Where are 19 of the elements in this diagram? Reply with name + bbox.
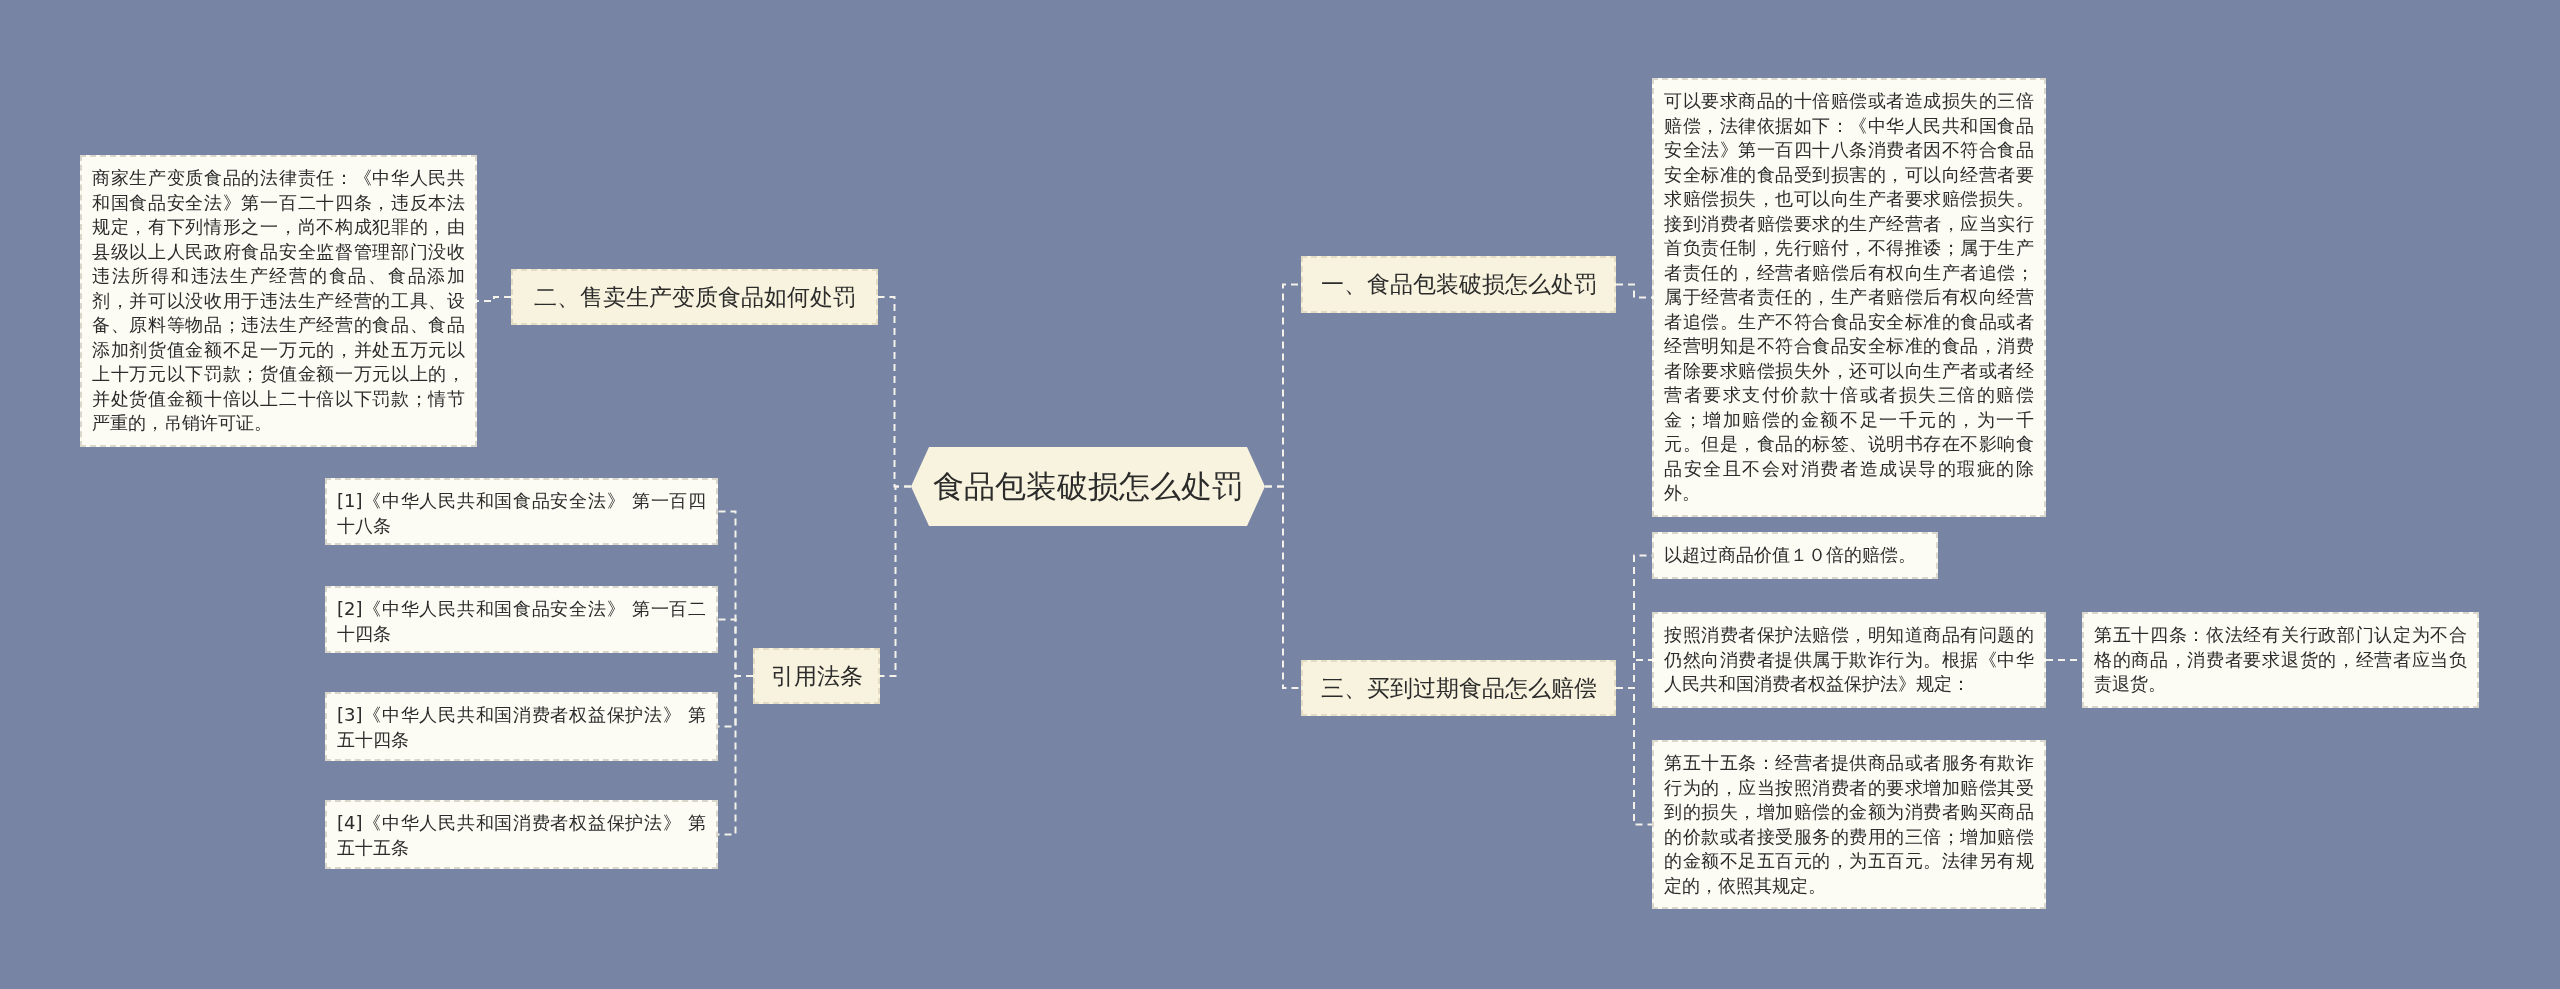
connector-line	[1264, 485, 1302, 689]
note-box: 商家生产变质食品的法律责任：《中华人民共和国食品安全法》第一百二十四条，违反本法规定，有下列情形之一，尚不构成犯罪的，由县级以上人民政府食品安全监督管理部门没收违法所得和违法生产经营的食品、食品添加剂，并可以没收用于违法生产经营的工具、设备、原料等物品；违法生产经营的食品、食品添加剂货值金额不足一万元的，并处五万元以上十万元以下罚款；货值金额一万元以上的，并处货值金额十倍以上二十倍以下罚款；情节严重的，吊销许可证。	[80, 155, 477, 447]
note-box: 按照消费者保护法赔偿，明知道商品有问题的仍然向消费者提供属于欺诈行为。根据《中华人民共和国消费者权益保护法》规定：	[1652, 612, 2046, 708]
topic-hexagon: 食品包装破损怎么处罚	[911, 447, 1265, 526]
note-box: 以超过商品价值１０倍的赔偿。	[1652, 532, 1938, 579]
citation-box: [4]《中华人民共和国消费者权益保护法》 第五十五条	[325, 800, 718, 869]
branch-box: 一、食品包装破损怎么处罚	[1301, 256, 1616, 313]
connector-line	[879, 485, 912, 677]
note-box: 第五十四条：依法经有关行政部门认定为不合格的商品，消费者要求退货的，经营者应当负责退货。	[2082, 612, 2479, 708]
citation-box: [2]《中华人民共和国食品安全法》 第一百二十四条	[325, 586, 718, 653]
citation-box: [1]《中华人民共和国食品安全法》 第一百四十八条	[325, 478, 718, 545]
note-box: 第五十五条：经营者提供商品或者服务有欺诈行为的，应当按照消费者的要求增加赔偿其受到的损失，增加赔偿的金额为消费者购买商品的价款或者接受服务的费用的三倍；增加赔偿的金额不足五百元的，为五百元。法律另有规定的，依照其规定。	[1652, 740, 2046, 909]
branch-box: 二、售卖生产变质食品如何处罚	[511, 269, 878, 325]
citation-box: [3]《中华人民共和国消费者权益保护法》 第五十四条	[325, 692, 718, 761]
branch-box: 引用法条	[753, 648, 880, 704]
connector-line	[1615, 687, 1653, 826]
connector-line	[476, 296, 512, 302]
note-box: 可以要求商品的十倍赔偿或者造成损失的三倍赔偿，法律依据如下：《中华人民共和国食品安全法》第一百四十八条消费者因不符合食品安全标准的食品受到损害的，可以向经营者要求赔偿损失，也可以向生产者要求赔偿损失。接到消费者赔偿要求的生产经营者，应当实行首负责任制，先行赔付，不得推诿；属于生产者责任的，经营者赔偿后有权向生产者追偿；属于经营者责任的，生产者赔偿后有权向经营者追偿。生产不符合食品安全标准的食品或者经营明知是不符合食品安全标准的食品，消费者除要求赔偿损失外，还可以向生产者或者经营者要求支付价款十倍或者损失三倍的赔偿金；增加赔偿的金额不足一千元的，为一千元。但是，食品的标签、说明书存在不影响食品安全且不会对消费者造成误导的瑕疵的除外。	[1652, 78, 2046, 517]
branch-box: 三、买到过期食品怎么赔偿	[1301, 660, 1616, 716]
